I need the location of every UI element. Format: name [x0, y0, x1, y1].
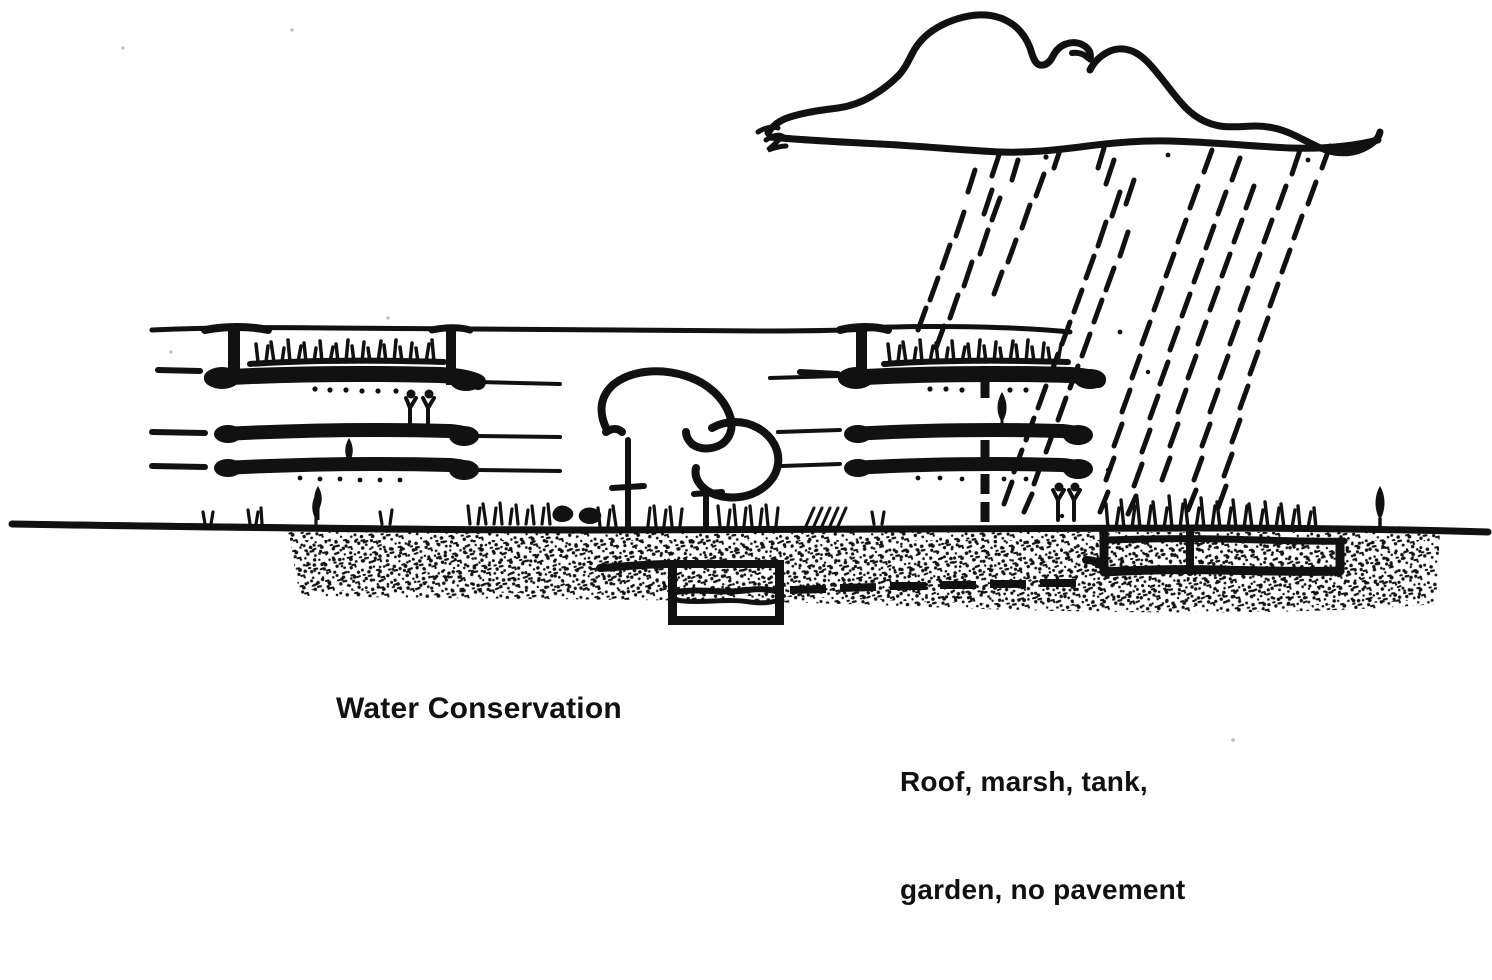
- shrub-icon-far-right: [1375, 486, 1385, 528]
- caption-right-line-1: Roof, marsh, tank,: [900, 766, 1148, 797]
- tree-canopy-icon: [597, 367, 783, 502]
- tree-trunk: [609, 437, 725, 531]
- paper-specks: [121, 28, 1235, 742]
- ground-plantings: [201, 494, 886, 528]
- caption-roof-marsh-tank: Roof, marsh, tank, garden, no pavement: [900, 692, 1185, 980]
- sketch-illustration: [8, 11, 1492, 742]
- people-figures: [404, 389, 436, 432]
- cloud-icon: [755, 11, 1384, 157]
- marsh-basin-icon: [1082, 494, 1348, 577]
- left-building-section: [149, 323, 883, 520]
- rain-icon: [915, 143, 1333, 519]
- figure-canvas: Water Conservation Roof, marsh, tank, ga…: [8, 11, 1492, 905]
- cistern-tank-icon: [596, 560, 1076, 625]
- people-figures-right: [1051, 482, 1082, 522]
- soil-hatching: [288, 532, 1440, 613]
- planter-leaf-icon: [345, 438, 353, 468]
- caption-water-conservation: Water Conservation: [336, 692, 622, 725]
- caption-right-line-2: garden, no pavement: [900, 874, 1186, 905]
- planter-leaf-icon-3: [997, 392, 1007, 430]
- right-building-section: [797, 323, 1106, 522]
